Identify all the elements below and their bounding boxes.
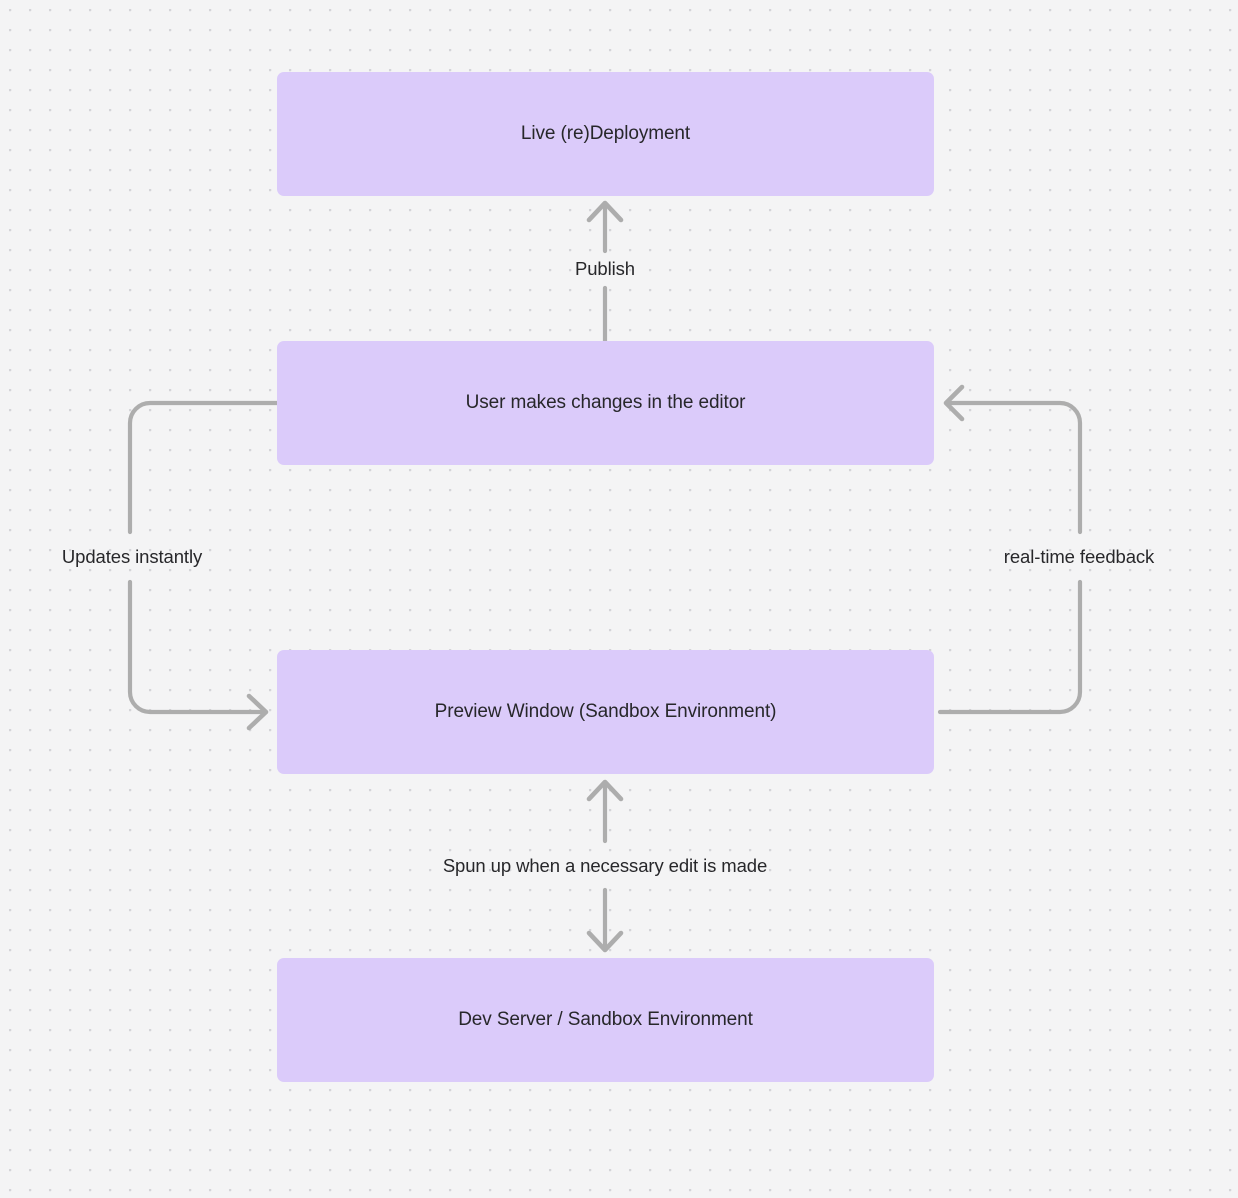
node-dev-server[interactable]: Dev Server / Sandbox Environment [277,958,934,1082]
edge-updates-upper-path [127,400,280,535]
node-dev-server-label: Dev Server / Sandbox Environment [458,1009,753,1031]
edge-feedback-arrowhead-left [943,384,965,422]
node-user-edits-label: User makes changes in the editor [465,392,746,414]
edge-publish-arrowhead-up [586,200,624,223]
edge-feedback-upper-path [947,400,1083,535]
node-preview-window-label: Preview Window (Sandbox Environment) [434,701,777,723]
node-user-edits[interactable]: User makes changes in the editor [277,341,934,465]
node-live-deployment[interactable]: Live (re)Deployment [277,72,934,196]
edge-label-real-time-feedback: real-time feedback [1003,545,1155,567]
edge-label-publish: Publish [575,257,635,279]
edge-spunup-arrowhead-down [586,930,624,953]
edge-updates-arrowhead-right [246,693,269,731]
edge-feedback-lower-path [937,579,1083,715]
edge-spunup-arrowhead-up [586,779,624,802]
edge-updates-lower-path [127,579,268,715]
node-live-deployment-label: Live (re)Deployment [520,123,691,145]
edge-label-updates-instantly: Updates instantly [61,545,203,567]
edge-label-spun-up: Spun up when a necessary edit is made [442,854,768,876]
node-preview-window[interactable]: Preview Window (Sandbox Environment) [277,650,934,774]
